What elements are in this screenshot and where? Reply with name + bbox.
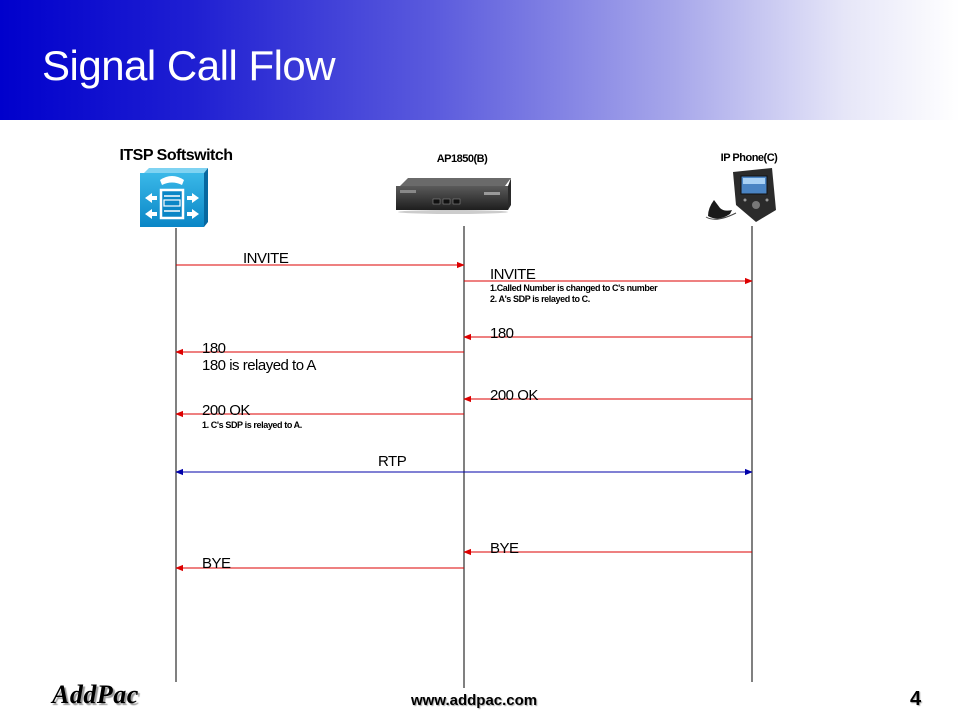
message-label: RTP	[378, 453, 407, 470]
message-note: 1. C's SDP is relayed to A.	[202, 420, 302, 430]
participant-label-b: AP1850(B)	[437, 153, 488, 165]
message-invite-b-to-c: INVITE 1.Called Number is changed to C's…	[464, 266, 753, 304]
message-label: 180	[490, 325, 514, 342]
message-label: BYE	[490, 540, 519, 557]
message-180-c-to-b: 180	[463, 325, 752, 342]
page-number: 4	[910, 688, 922, 710]
message-label: INVITE	[490, 266, 536, 283]
participant-label-a: ITSP Softswitch	[119, 147, 232, 164]
message-label: 200 OK	[202, 402, 250, 419]
message-label: 200 OK	[490, 387, 538, 404]
addpac-logo: AddPac	[52, 680, 139, 709]
slide-title: Signal Call Flow	[42, 42, 336, 89]
softswitch-icon	[140, 168, 208, 227]
ip-phone-icon	[705, 168, 776, 222]
message-label: BYE	[202, 555, 231, 572]
message-note: 180 is relayed to A	[202, 357, 316, 374]
message-200ok-b-to-a: 200 OK 1. C's SDP is relayed to A.	[175, 402, 464, 430]
participant-label-c: IP Phone(C)	[721, 152, 778, 164]
message-note: 2. A's SDP is relayed to C.	[490, 294, 590, 304]
message-rtp-a-to-c: RTP	[175, 453, 753, 476]
message-bye-b-to-a: BYE	[175, 555, 464, 572]
message-label: INVITE	[243, 250, 289, 267]
message-note: 1.Called Number is changed to C's number	[490, 283, 658, 293]
title-banner	[0, 0, 960, 120]
message-200ok-c-to-b: 200 OK	[463, 387, 752, 404]
message-invite-a-to-b: INVITE	[176, 250, 465, 269]
message-label: 180	[202, 340, 226, 357]
message-180-b-to-a: 180 180 is relayed to A	[175, 340, 464, 374]
gateway-device-icon	[396, 178, 511, 214]
footer-url: www.addpac.com	[411, 692, 538, 709]
message-bye-c-to-b: BYE	[463, 540, 752, 557]
